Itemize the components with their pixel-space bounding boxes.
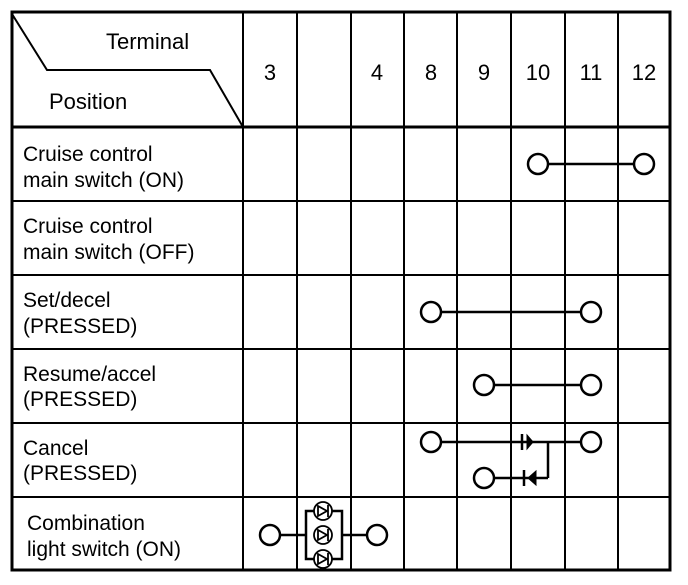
row-label: light switch (ON) bbox=[27, 538, 181, 561]
terminal-header: 12 bbox=[632, 60, 656, 85]
terminal-header: 8 bbox=[425, 60, 437, 85]
row-label: Cancel bbox=[23, 437, 88, 460]
row-dividers bbox=[12, 125, 670, 498]
row-label: Cruise control bbox=[23, 215, 153, 238]
indicator-bulb-icon bbox=[313, 549, 333, 569]
row-label: (PRESSED) bbox=[23, 315, 137, 338]
terminal-node bbox=[258, 523, 282, 547]
row-label: Combination bbox=[27, 512, 145, 535]
terminal-node bbox=[579, 430, 603, 454]
diode-icon bbox=[522, 469, 537, 487]
row-label: Set/decel bbox=[23, 289, 111, 312]
terminal-node bbox=[419, 430, 443, 454]
row-label: (PRESSED) bbox=[23, 462, 137, 485]
terminal-node bbox=[579, 300, 603, 324]
indicator-bulb-icon bbox=[313, 525, 333, 545]
terminal-node bbox=[365, 523, 389, 547]
terminal-node bbox=[632, 152, 656, 176]
terminal-header: 11 bbox=[580, 60, 603, 85]
continuity-row-cancel bbox=[419, 430, 603, 490]
header-diagonal-divider bbox=[11, 13, 244, 128]
column-dividers bbox=[242, 12, 619, 570]
indicator-bulb-icon bbox=[313, 501, 333, 521]
terminal-header: 3 bbox=[264, 60, 276, 85]
continuity-row-resume-accel bbox=[472, 373, 603, 397]
terminal-node bbox=[472, 466, 496, 490]
terminal-node bbox=[419, 300, 443, 324]
row-label: Resume/accel bbox=[23, 363, 156, 386]
terminal-node bbox=[526, 152, 550, 176]
position-label: Position bbox=[49, 89, 127, 114]
continuity-row-main-on bbox=[526, 152, 656, 176]
terminal-label: Terminal bbox=[106, 29, 189, 54]
terminal-node bbox=[472, 373, 496, 397]
row-label: main switch (ON) bbox=[23, 169, 184, 192]
row-label: Cruise control bbox=[23, 143, 153, 166]
terminal-header: 10 bbox=[526, 60, 550, 85]
position-labels: Cruise control main switch (ON) Cruise c… bbox=[23, 143, 195, 561]
terminal-headers: 3 4 8 9 10 11 12 bbox=[264, 60, 656, 85]
table-frame bbox=[10, 10, 672, 572]
diode-icon bbox=[520, 433, 534, 451]
terminal-node bbox=[579, 373, 603, 397]
continuity-row-set-decel bbox=[419, 300, 603, 324]
terminal-header: 9 bbox=[478, 60, 490, 85]
row-label: (PRESSED) bbox=[23, 388, 137, 411]
terminal-header: 4 bbox=[371, 60, 383, 85]
row-label: main switch (OFF) bbox=[23, 241, 195, 264]
